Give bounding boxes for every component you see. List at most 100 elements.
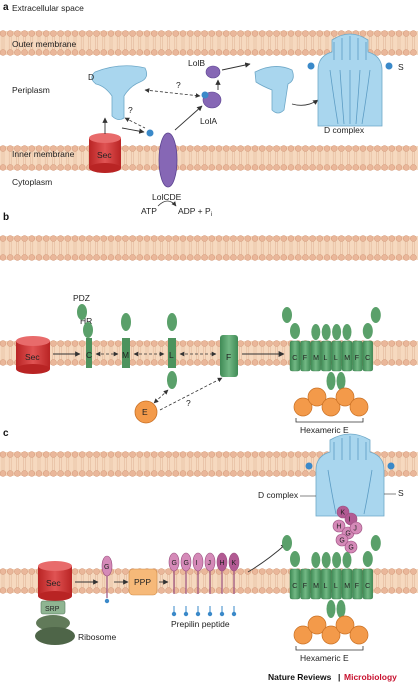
pilin-letter: H (220, 560, 225, 567)
ribosome: Ribosome (35, 615, 117, 645)
hexameric-e-label-c: Hexameric E (300, 653, 349, 663)
sec-label-c: Sec (46, 578, 61, 588)
sec-label-b: Sec (25, 352, 40, 362)
d-lola-dashed-arrow (144, 88, 201, 98)
pilin-g: G (180, 552, 192, 617)
platform-subunit-f: F (300, 340, 311, 372)
platform-letter: L (324, 355, 328, 362)
d-complex-label-a: D complex (324, 125, 365, 135)
lolcde-to-lola-arrow (174, 105, 203, 131)
lipoprotein-sec (146, 129, 154, 137)
inner-membrane-label: Inner membrane (12, 149, 75, 159)
lolb-label: LolB (188, 58, 205, 68)
g-label-single: G (104, 564, 109, 571)
question-a1: ? (176, 80, 181, 90)
platform-letter: F (355, 355, 359, 362)
extracellular-label: Extracellular space (12, 3, 84, 13)
lipoprotein-on-lola (201, 91, 209, 99)
sec-label-a: Sec (97, 150, 112, 160)
d-complex-label-c: D complex (258, 490, 299, 500)
d-complex-c: S D complex (258, 433, 404, 517)
pilus-letter: J (353, 526, 357, 533)
pilus-subunit-j: J (349, 521, 363, 535)
prepilin-g: G (101, 555, 113, 604)
m-subunit: M (121, 313, 131, 368)
platform-subunit-f: F (352, 340, 363, 372)
platform-subunit-c: C (362, 535, 381, 600)
monomer-to-complex-arrow (291, 99, 319, 106)
inner-membrane-a (0, 145, 418, 171)
platform-subunit-f: F (352, 568, 363, 600)
pilin-i: I (192, 552, 204, 617)
pilus-letter: I (348, 517, 350, 524)
platform-subunit-f: F (300, 568, 311, 600)
prepilin-peptide (183, 611, 189, 617)
panel-b-letter: b (3, 212, 9, 223)
e-atpase-subunit (321, 397, 341, 417)
e-atpase-subunit (293, 625, 313, 645)
platform-letter: F (303, 355, 307, 362)
ppp-label: PPP (134, 577, 151, 587)
d-lipo-dashed-arrow (124, 117, 146, 129)
platform-letter: L (334, 583, 338, 590)
e-label-b: E (142, 407, 148, 417)
question-b: ? (186, 398, 191, 408)
s-pilotin-left-c (305, 462, 313, 470)
e-f-arrow (159, 377, 223, 411)
l-subunit: L (167, 313, 177, 389)
pilus-letter: H (336, 524, 341, 531)
pilin-letter: J (208, 560, 212, 567)
platform-letter: C (292, 583, 297, 590)
pilus-letter: K (340, 510, 345, 517)
e-atpase-subunit (349, 397, 369, 417)
pilin-k: K (228, 552, 240, 617)
pilus-letter: G (345, 531, 350, 538)
panel-a-letter: a (3, 2, 9, 13)
pilin-g: G (168, 552, 180, 617)
l-label-b: L (169, 350, 174, 360)
journal-credit: Nature Reviews | Microbiology (268, 672, 397, 682)
d-complex-a: D complex S (307, 33, 404, 135)
pilus-subunit-k: K (336, 505, 350, 519)
lolcde-label: LolCDE (152, 192, 182, 202)
platform-letter: F (355, 583, 359, 590)
lolcde-transporter (158, 132, 178, 188)
ribosome-label: Ribosome (78, 632, 117, 642)
srp-particle: SRP (40, 600, 66, 615)
f-label-b: F (226, 352, 231, 362)
platform-subunit-m: M (341, 324, 353, 372)
lolb-to-om-arrow (221, 62, 251, 71)
hexameric-bracket-b (295, 418, 364, 423)
pilin-j: J (204, 552, 216, 617)
s-pilotin-right (385, 62, 393, 70)
e-atpase-subunit (349, 625, 369, 645)
m-label-b: M (122, 350, 129, 360)
hexameric-e-c (293, 615, 369, 645)
sec-translocon-b: Sec (16, 336, 50, 374)
pilin-letter: I (196, 560, 198, 567)
platform-letter: C (292, 355, 297, 362)
pilin-letter: K (232, 560, 237, 567)
atp-label: ATP (141, 206, 157, 216)
lola-label: LolA (200, 116, 217, 126)
pilin-letter: G (184, 560, 189, 567)
hexameric-e-label-b: Hexameric E (300, 425, 349, 435)
c-subunit: C (77, 304, 93, 368)
adp-label: ADP + Pi (178, 206, 212, 218)
pdz-label: PDZ (73, 293, 90, 303)
credit-separator: | (338, 672, 340, 682)
prepilin-peptide (219, 611, 225, 617)
sec-translocon-a: Sec (89, 133, 121, 173)
outer-membrane-b (0, 235, 418, 261)
d-monomer-shape-2 (254, 66, 294, 114)
s-pilotin-left (307, 62, 315, 70)
pilus-letter: G (348, 545, 353, 552)
e-atpase-subunit (307, 387, 327, 407)
platform-subunit-m: M (310, 552, 321, 600)
panel-b: b Sec PDZ HR C M L F (3, 212, 381, 435)
platform-subunit-c: C (362, 307, 381, 372)
